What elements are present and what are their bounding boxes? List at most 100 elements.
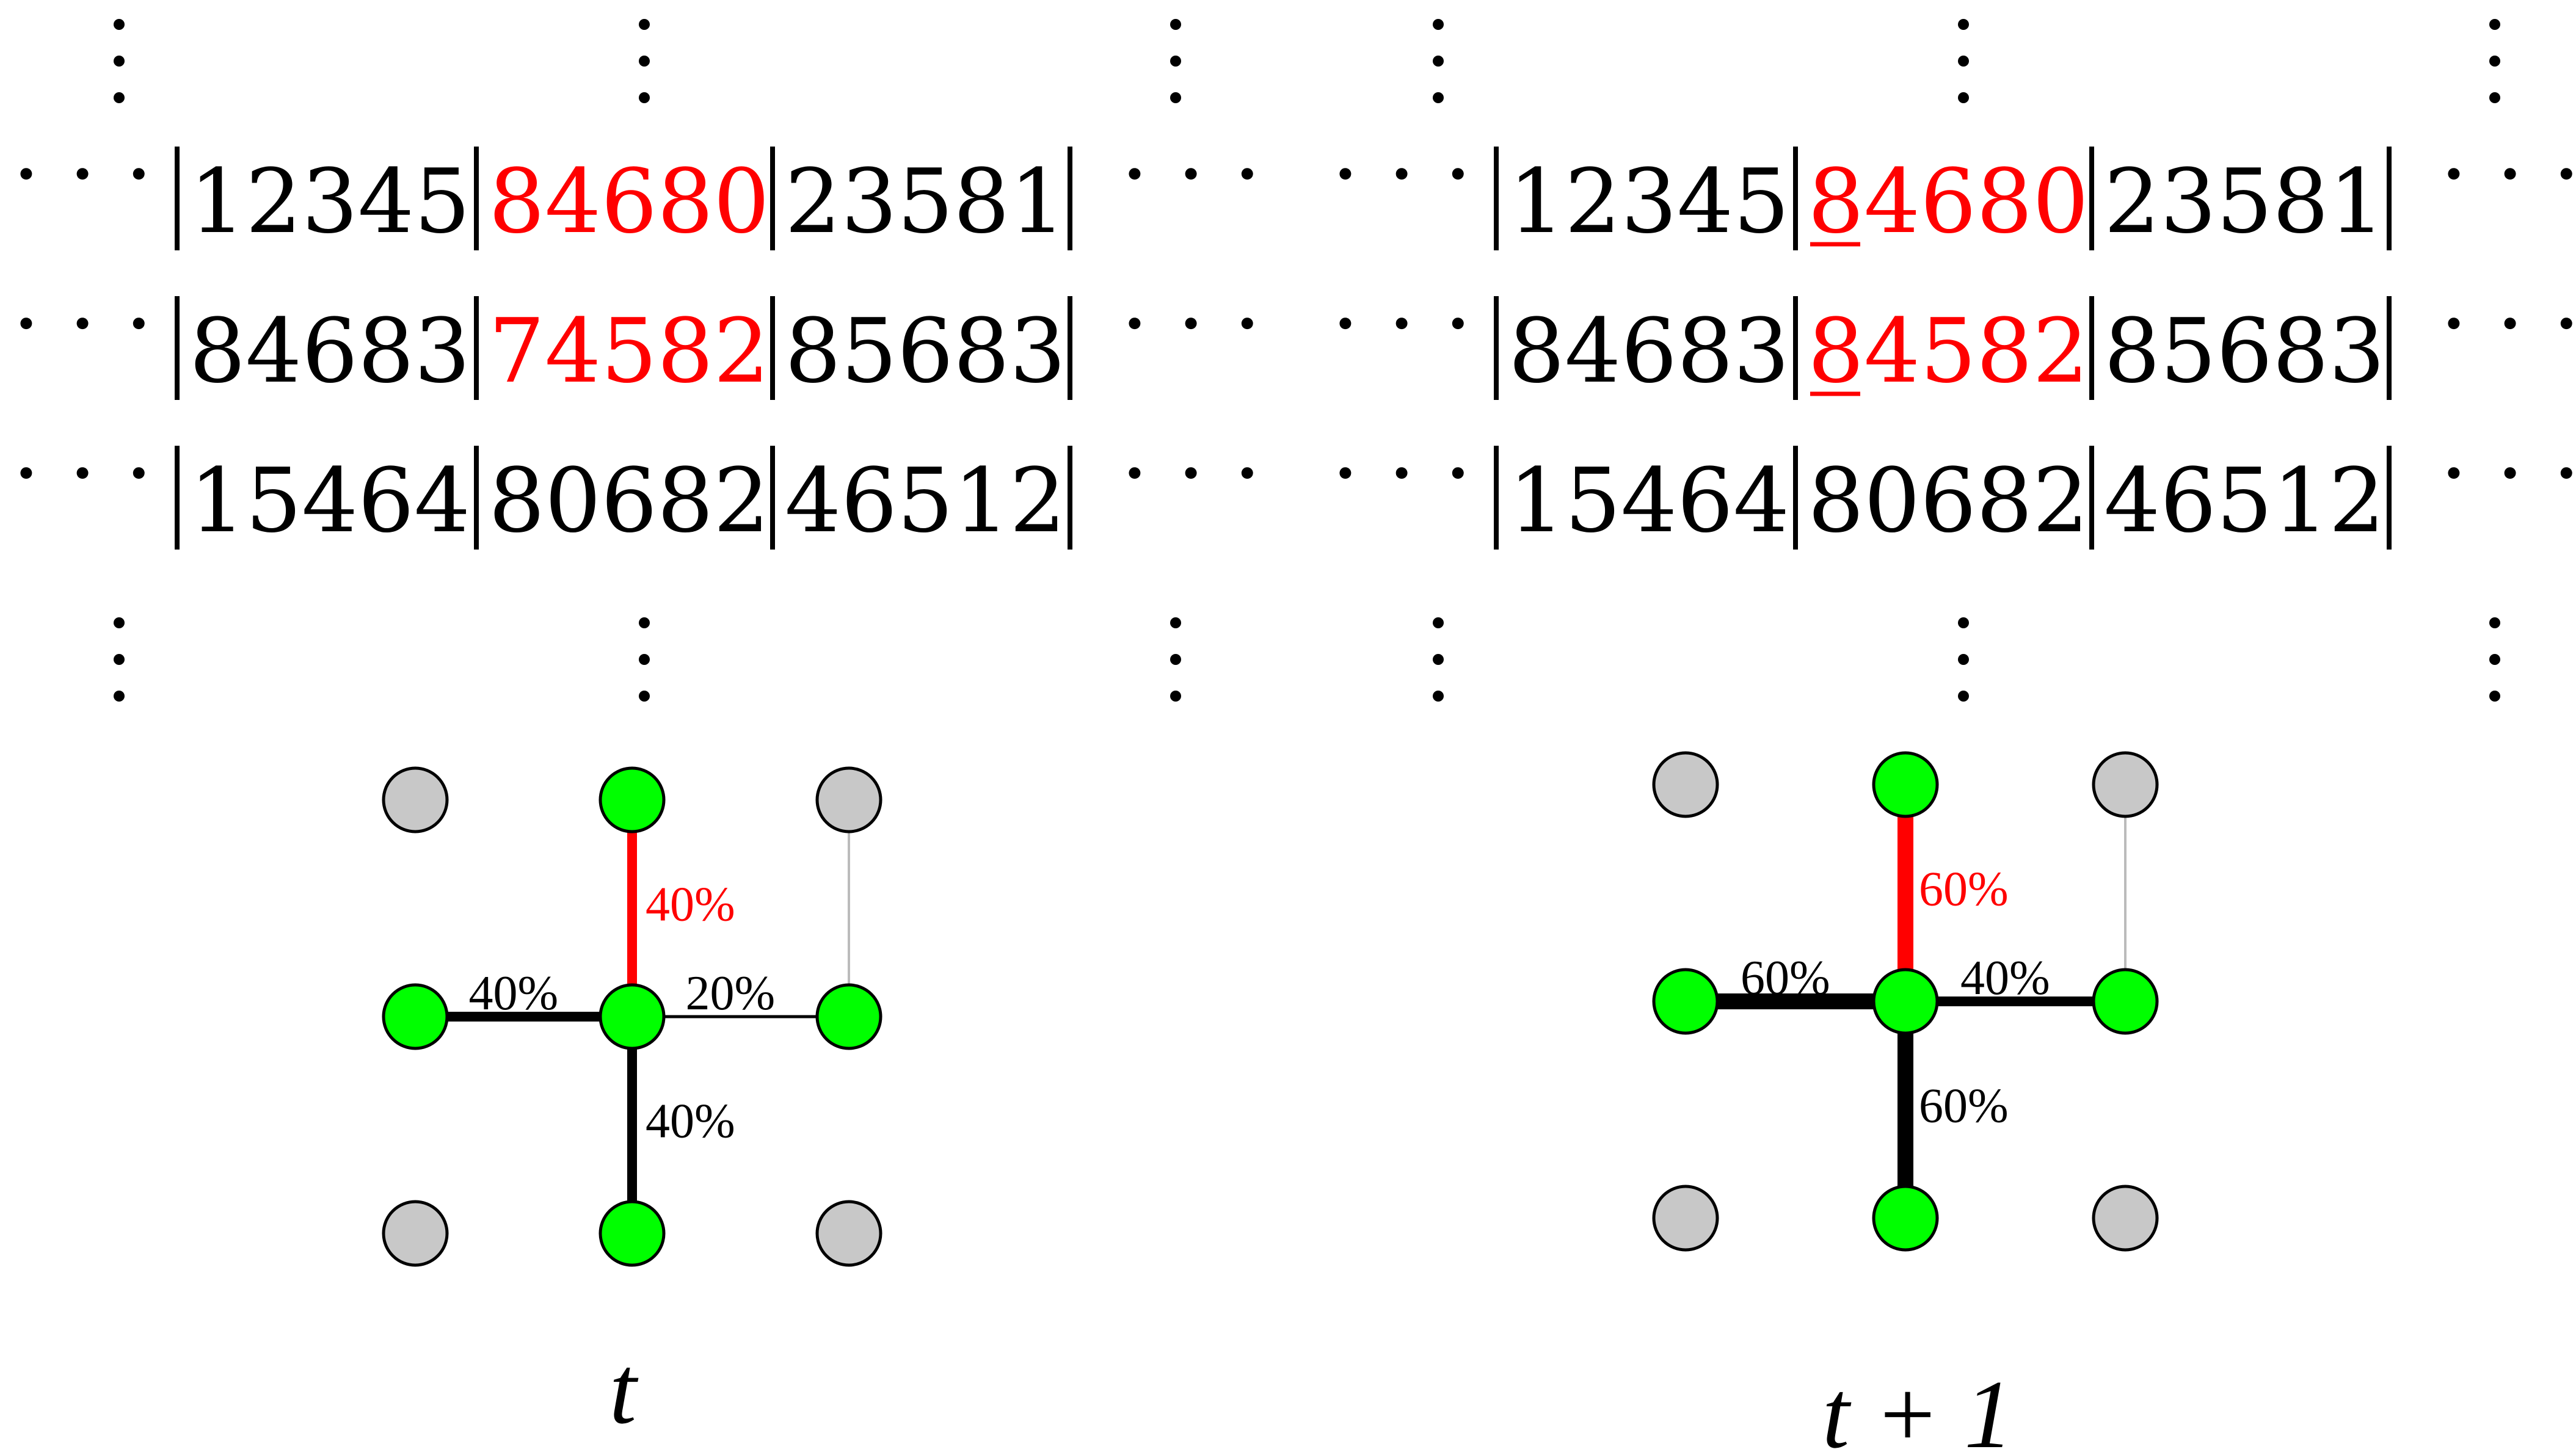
node-tc bbox=[599, 766, 666, 833]
digit: 1 bbox=[189, 449, 246, 553]
digit: 2 bbox=[2329, 449, 2385, 553]
digit: 5 bbox=[897, 449, 953, 553]
dot bbox=[1433, 56, 1444, 67]
digit: 2 bbox=[246, 150, 302, 253]
digit: 5 bbox=[841, 300, 897, 403]
ellipsis-right: · · · bbox=[1121, 272, 1261, 376]
digit: 2 bbox=[1010, 449, 1066, 553]
digit: 3 bbox=[1733, 300, 1789, 403]
digit: 0 bbox=[1864, 449, 1920, 553]
digit: 1 bbox=[1508, 449, 1565, 553]
digit: 0 bbox=[545, 449, 601, 553]
digit: 8 bbox=[489, 449, 545, 553]
digit: 2 bbox=[713, 449, 770, 553]
dot bbox=[1958, 92, 1969, 103]
dot bbox=[1433, 92, 1444, 103]
digit: 6 bbox=[1677, 449, 1733, 553]
edge-label: 40% bbox=[646, 878, 735, 932]
node-tl bbox=[1652, 751, 1719, 818]
dot bbox=[639, 617, 650, 628]
digit: 3 bbox=[302, 150, 358, 253]
digit: 4 bbox=[2104, 449, 2160, 553]
digit: 1 bbox=[1010, 150, 1066, 253]
digit: 3 bbox=[841, 150, 897, 253]
digit: 6 bbox=[1920, 150, 1976, 253]
ellipsis-right: · · · bbox=[2440, 272, 2576, 376]
digit: 5 bbox=[2160, 300, 2216, 403]
digit: 1 bbox=[953, 449, 1010, 553]
digit: 6 bbox=[358, 449, 414, 553]
time-label: t bbox=[609, 1335, 639, 1444]
ellipsis-right: · · · bbox=[2440, 422, 2576, 525]
dot bbox=[114, 617, 125, 628]
digit: 5 bbox=[1565, 449, 1621, 553]
digit: 4 bbox=[1677, 150, 1733, 253]
digit: 3 bbox=[414, 300, 470, 403]
vertical-dots-top-2 bbox=[2489, 19, 2500, 103]
node-br bbox=[815, 1200, 882, 1267]
dot bbox=[2489, 617, 2500, 628]
digit: 8 bbox=[657, 150, 713, 253]
graph-t_plus_1: 60%60%40%60% bbox=[1652, 751, 2159, 1252]
node-tr bbox=[2092, 751, 2159, 818]
digit: 1 bbox=[2272, 449, 2329, 553]
dot bbox=[2489, 654, 2500, 665]
digit: 8 bbox=[657, 300, 713, 403]
digit: 3 bbox=[2160, 150, 2216, 253]
digit: 8 bbox=[1976, 150, 2032, 253]
digit: 3 bbox=[2329, 300, 2385, 403]
digit: 5 bbox=[2216, 150, 2272, 253]
dot bbox=[2489, 56, 2500, 67]
dot bbox=[639, 654, 650, 665]
node-mr bbox=[2092, 968, 2159, 1035]
digit: 2 bbox=[1565, 150, 1621, 253]
dot bbox=[114, 19, 125, 30]
dot bbox=[1170, 56, 1181, 67]
edge-label: 40% bbox=[1960, 951, 2050, 1005]
digit: 4 bbox=[1621, 449, 1677, 553]
ellipsis-left: · · · bbox=[12, 422, 153, 525]
digit: 6 bbox=[601, 449, 657, 553]
vertical-dots-bottom-1 bbox=[1958, 617, 1969, 702]
dot bbox=[2489, 691, 2500, 702]
dot bbox=[1958, 691, 1969, 702]
dot bbox=[1170, 654, 1181, 665]
dot bbox=[1433, 654, 1444, 665]
dot bbox=[114, 92, 125, 103]
digit: 0 bbox=[2032, 150, 2089, 253]
digit: 8 bbox=[785, 300, 841, 403]
digit: 8 bbox=[953, 150, 1010, 253]
ellipsis-left: · · · bbox=[12, 272, 153, 376]
vertical-dots-bottom-1 bbox=[639, 617, 650, 702]
digit: 2 bbox=[713, 300, 770, 403]
edge-label: 60% bbox=[1741, 951, 1830, 1005]
node-tr bbox=[815, 766, 882, 833]
dot bbox=[1958, 617, 1969, 628]
digit: 6 bbox=[601, 150, 657, 253]
digit: 0 bbox=[713, 150, 770, 253]
ellipsis-left: · · · bbox=[1331, 123, 1472, 226]
digit: 5 bbox=[601, 300, 657, 403]
node-br bbox=[2092, 1185, 2159, 1252]
vertical-dots-top-1 bbox=[639, 19, 650, 103]
digit: 8 bbox=[657, 449, 713, 553]
dot bbox=[639, 92, 650, 103]
digit: 4 bbox=[1565, 300, 1621, 403]
dot bbox=[639, 19, 650, 30]
vertical-dots-top-2 bbox=[1170, 19, 1181, 103]
ellipsis-right: · · · bbox=[1121, 123, 1261, 226]
digit: 2 bbox=[2032, 300, 2089, 403]
digit: 6 bbox=[1621, 300, 1677, 403]
edge-label: 60% bbox=[1919, 863, 2009, 917]
